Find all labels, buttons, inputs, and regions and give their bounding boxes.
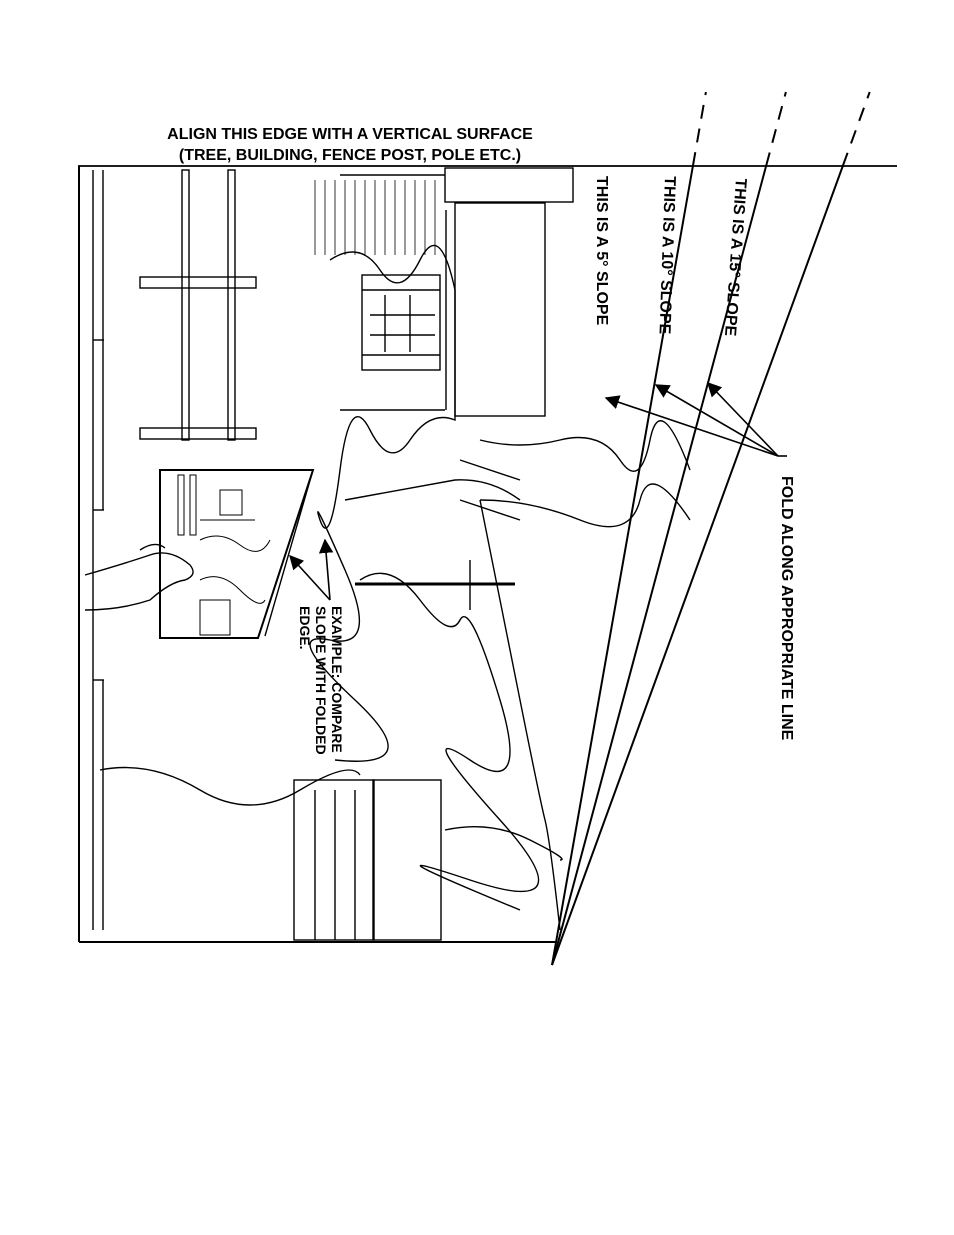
- slope-line-5: [551, 165, 694, 966]
- slope-line-15: [551, 165, 844, 966]
- slope-label-5: THIS IS A 5° SLOPE: [593, 176, 610, 326]
- header-line-1: ALIGN THIS EDGE WITH A VERTICAL SURFACE: [167, 126, 533, 143]
- scene-illustration: [84, 167, 691, 941]
- example-line-2: SLOPE WITH FOLDED: [313, 606, 329, 755]
- slope-label-10: THIS IS A 10° SLOPE: [655, 176, 678, 335]
- picture-frame: [78, 166, 556, 943]
- slope-label-15: THIS IS A 15° SLOPE: [721, 178, 749, 337]
- fold-arrows: [604, 381, 787, 457]
- example-inset: [159, 469, 315, 639]
- header-line-2: (TREE, BUILDING, FENCE POST, POLE ETC.): [179, 147, 521, 164]
- fold-label: FOLD ALONG APPROPRIATE LINE: [778, 476, 795, 741]
- slope-line-5-extension: [691, 91, 707, 167]
- example-line-1: EXAMPLE: COMPARE: [329, 606, 345, 753]
- example-line-3: EDGE.: [297, 606, 313, 650]
- slope-line-10-extension: [765, 91, 787, 167]
- slope-line-10: [551, 165, 768, 966]
- slope-line-15-extension: [841, 91, 871, 167]
- example-arrows: [289, 538, 334, 601]
- slope-lines: [551, 91, 871, 966]
